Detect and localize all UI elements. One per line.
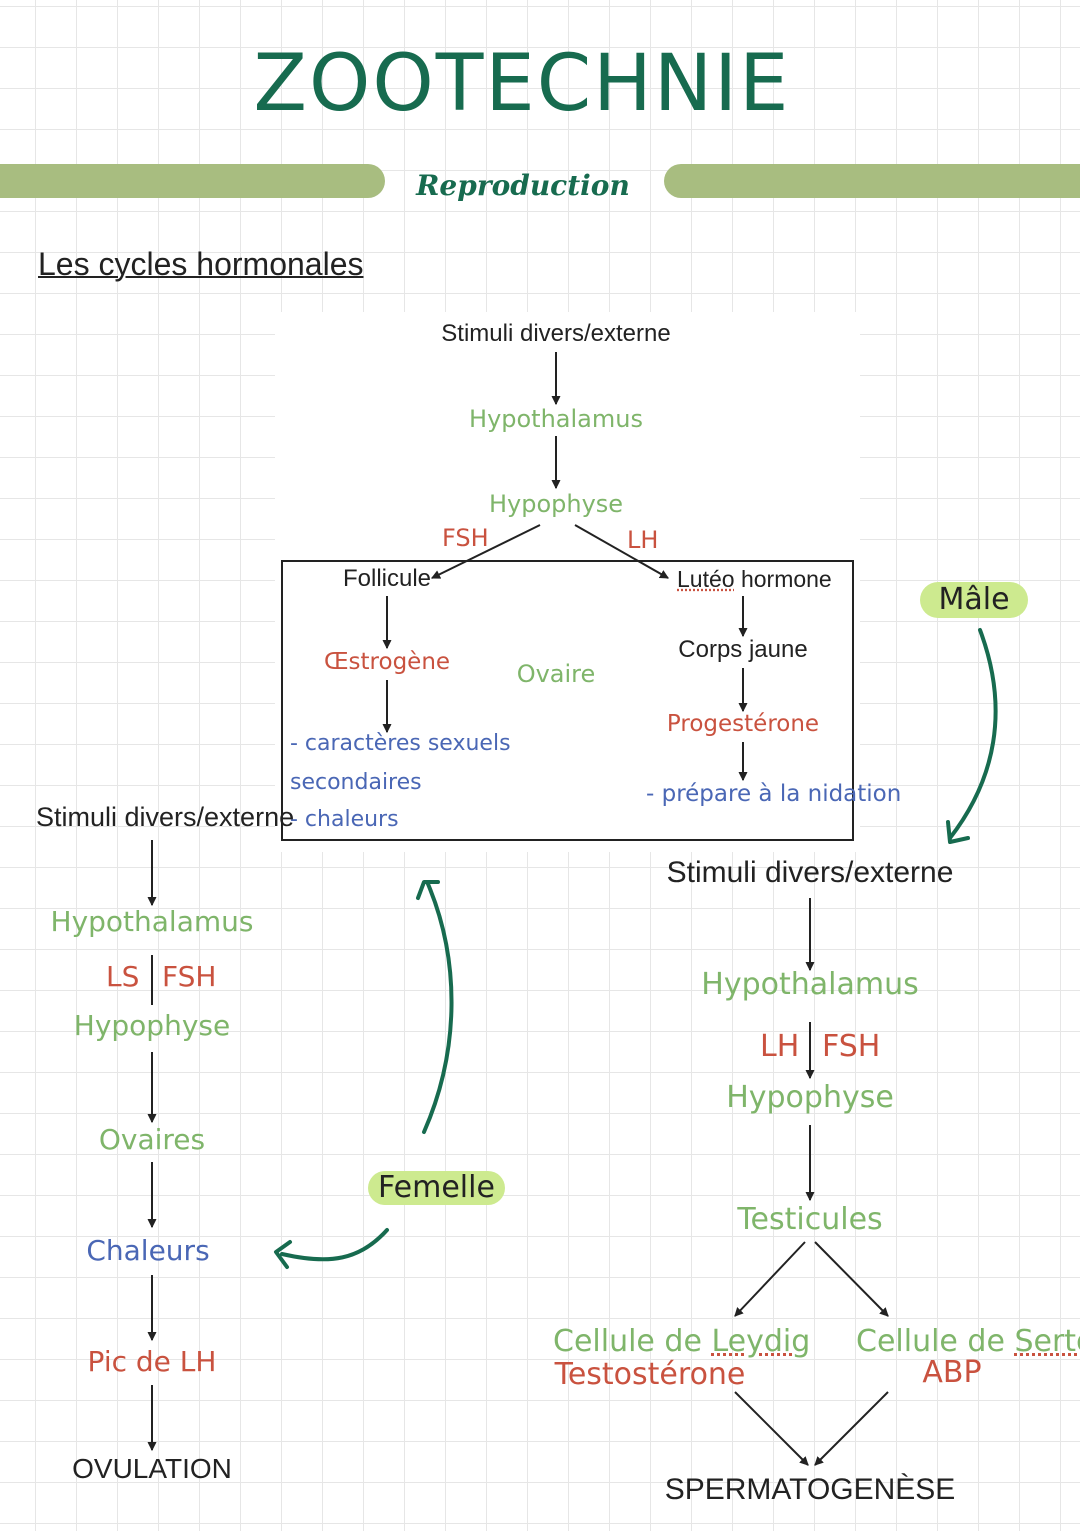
femelle-pic-lh: Pic de LH (88, 1348, 217, 1376)
top-hypophyse: Hypophyse (489, 492, 623, 516)
ovaire-label: Ovaire (517, 662, 596, 686)
hormone-word: hormone (735, 566, 832, 592)
cellule-sertoli: Cellule de Sertoli (856, 1327, 1080, 1357)
femelle-ls: LS (106, 963, 139, 991)
male-hypothalamus: Hypothalamus (701, 970, 918, 1000)
male-hypophyse: Hypophyse (726, 1083, 894, 1113)
top-lh-label: LH (627, 528, 658, 552)
femelle-pill: Femelle (368, 1171, 505, 1205)
luteo-word: Lutéo (677, 566, 735, 592)
cellule-leydig: Cellule de Leydig (553, 1327, 810, 1357)
male-stimuli: Stimuli divers/externe (667, 858, 954, 888)
progesterone: Progestérone (667, 713, 819, 736)
leydig-prefix: Cellule de (553, 1324, 711, 1359)
follicule: Follicule (343, 567, 431, 591)
femelle-ovulation: OVULATION (72, 1455, 232, 1483)
arrow-m-testicules-leydig (735, 1242, 805, 1316)
top-hypothalamus: Hypothalamus (469, 407, 643, 431)
femelle-ovaires: Ovaires (99, 1126, 205, 1154)
male-testicules: Testicules (737, 1205, 882, 1235)
effet-secondaires: secondaires (290, 772, 422, 794)
abp: ABP (922, 1358, 981, 1388)
corps-jaune: Corps jaune (678, 638, 807, 662)
luteo-hormone: Lutéo hormone (677, 568, 832, 591)
male-lh: LH (760, 1032, 799, 1062)
femelle-chaleurs: Chaleurs (86, 1237, 209, 1265)
femelle-hypothalamus: Hypothalamus (51, 908, 254, 936)
curved-arrow-femelle-up (424, 884, 452, 1132)
femelle-fsh: FSH (162, 963, 216, 991)
male-fsh: FSH (822, 1032, 880, 1062)
oestrogene: Œstrogène (324, 651, 450, 674)
arrow-m-testicules-sertoli (815, 1242, 888, 1316)
effet-caracteres: - caractères sexuels (290, 733, 511, 755)
top-stimuli: Stimuli divers/externe (441, 322, 670, 346)
leydig-word: Leydig (711, 1324, 810, 1359)
femelle-hypophyse: Hypophyse (74, 1012, 230, 1040)
effet-chaleurs: - chaleurs (290, 809, 399, 831)
nidation-effect: - prépare à la nidation (646, 783, 901, 806)
sertoli-prefix: Cellule de (856, 1324, 1014, 1359)
femelle-stimuli: Stimuli divers/externe (36, 804, 294, 831)
sertoli-word: Sertoli (1014, 1324, 1080, 1359)
top-fsh-label: FSH (442, 526, 489, 550)
arrow-m-leydig-spermatogenese (735, 1392, 808, 1465)
spermatogenese: SPERMATOGENÈSE (665, 1475, 956, 1505)
arrow-m-sertoli-spermatogenese (815, 1392, 888, 1465)
testosterone: Testostérone (555, 1360, 746, 1390)
male-pill: Mâle (920, 582, 1028, 618)
curved-arrow-male (950, 630, 996, 838)
curved-arrow-femelle-left (282, 1230, 387, 1259)
